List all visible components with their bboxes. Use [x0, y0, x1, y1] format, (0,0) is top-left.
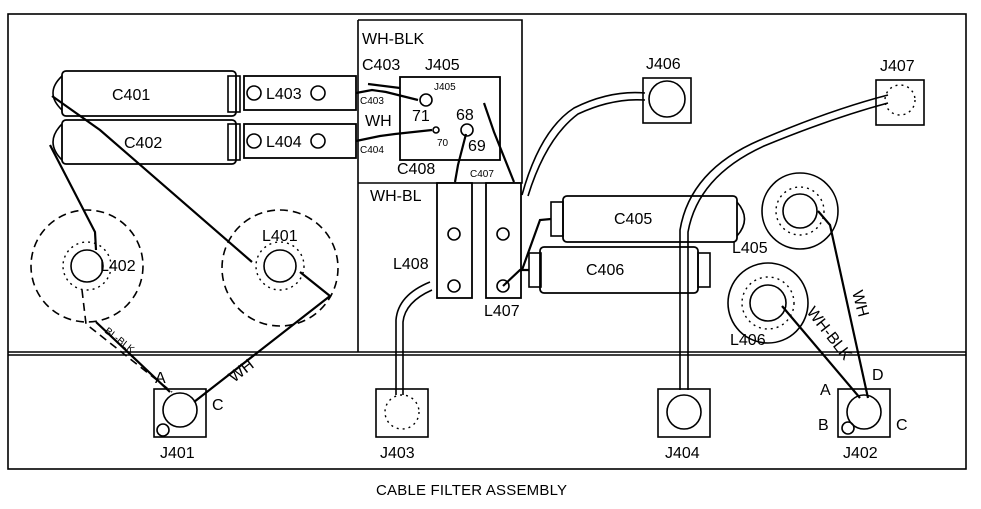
l407-label: L407: [484, 303, 520, 320]
j402-pin-a: A: [820, 382, 831, 399]
terminal-c403-small: C403: [360, 96, 384, 107]
j404-label: J404: [665, 445, 700, 462]
inductor-l407: L407: [484, 182, 522, 320]
j406-label: J406: [646, 56, 681, 73]
j403-label: J403: [380, 445, 415, 462]
capacitor-c406: C406: [528, 246, 711, 294]
diagram-caption: CABLE FILTER ASSEMBLY: [376, 482, 567, 499]
jack-j402: A B C D J402: [818, 367, 908, 462]
jack-j403: J403: [375, 388, 429, 462]
c401-label: C401: [112, 87, 150, 104]
wire-wh-mid: WH: [365, 113, 392, 130]
j407-label: J407: [880, 58, 915, 75]
jack-j401: A C J401: [153, 370, 224, 462]
c408-label: C408: [397, 161, 435, 178]
c402-label: C402: [124, 135, 162, 152]
inductor-l405: L405: [732, 172, 839, 257]
j402-label: J402: [843, 445, 878, 462]
inductor-l408: L408: [393, 182, 473, 299]
capacitor-c402: C402: [52, 119, 241, 165]
wire-wh-blk-top: WH-BLK: [362, 31, 425, 48]
j401-pin-a: A: [155, 370, 166, 387]
j405-label: J405: [425, 57, 460, 74]
jack-j405-block: J405 71 68 69 J405 70: [399, 57, 501, 161]
inductor-l402: L402: [30, 209, 144, 323]
wire-wh-j402: WH: [848, 289, 871, 319]
l408-label: L408: [393, 256, 429, 273]
c403-label: C403: [362, 57, 400, 74]
inductor-l406: L406: [727, 262, 809, 349]
terminal-71: 71: [412, 108, 430, 125]
j401-label: J401: [160, 445, 195, 462]
terminal-68: 68: [456, 107, 474, 124]
terminal-70-small: 70: [437, 138, 449, 149]
terminal-c407-small: C407: [470, 169, 494, 180]
inductor-l403: L403: [243, 75, 357, 111]
j401-pin-c: C: [212, 397, 224, 414]
l401-label: L401: [262, 228, 298, 245]
j405-wiring: WH-BLK C403 WH C403 C404 C408 C407 WH-BL: [355, 31, 516, 205]
terminal-j405-small: J405: [434, 82, 456, 93]
j402-pin-c: C: [896, 417, 908, 434]
terminal-69: 69: [468, 138, 486, 155]
l405-label: L405: [732, 240, 768, 257]
c406-label: C406: [586, 262, 624, 279]
terminal-c404-small: C404: [360, 145, 384, 156]
capacitor-c401: C401: [52, 70, 241, 117]
l404-label: L404: [266, 134, 302, 151]
jack-j407: J407: [875, 58, 925, 126]
c405-label: C405: [614, 211, 652, 228]
wire-wh-bl: WH-BL: [370, 188, 422, 205]
l403-label: L403: [266, 86, 302, 103]
inductor-l404: L404: [243, 123, 357, 159]
jack-j406: J406: [642, 56, 692, 124]
j402-pin-b: B: [818, 417, 829, 434]
j402-pin-d: D: [872, 367, 884, 384]
wire-wh-j401: WH: [226, 356, 257, 386]
inductor-l401: L401: [221, 209, 339, 327]
l406-label: L406: [730, 332, 766, 349]
jack-j404: J404: [657, 388, 711, 462]
l402-label: L402: [100, 258, 136, 275]
cable-runs: [395, 91, 889, 395]
capacitor-c405: C405: [550, 195, 746, 243]
